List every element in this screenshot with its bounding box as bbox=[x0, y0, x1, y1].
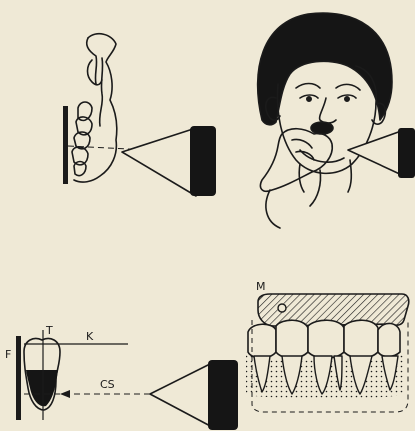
label-k: K bbox=[86, 330, 94, 343]
label-f: F bbox=[5, 348, 11, 361]
film-plate-bottom bbox=[16, 336, 21, 420]
label-t: T bbox=[45, 324, 53, 337]
film-plate-top bbox=[63, 106, 68, 184]
tooth-crown-2 bbox=[276, 320, 308, 358]
tooth-crown-3 bbox=[308, 320, 344, 358]
label-cs: CS bbox=[100, 378, 115, 391]
holder-pin bbox=[278, 304, 286, 312]
tooth-crown-4 bbox=[344, 320, 378, 358]
patient-mouth bbox=[311, 122, 333, 134]
label-m: M bbox=[256, 280, 266, 293]
tooth-crown-5 bbox=[378, 323, 400, 356]
film-holder-figure bbox=[246, 294, 409, 412]
